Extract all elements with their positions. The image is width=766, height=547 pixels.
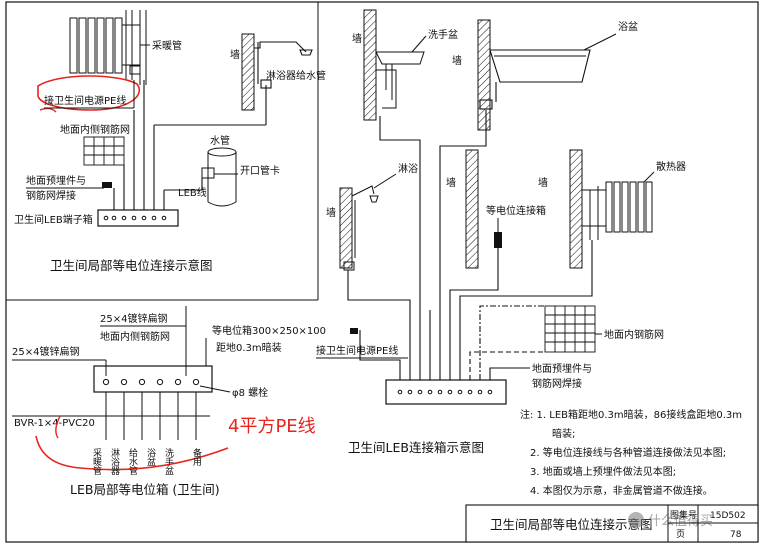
radiator-label: 散热器 — [656, 160, 686, 173]
conductors-b — [347, 110, 593, 380]
wall-hatch — [477, 19, 491, 131]
note-line-3: 2. 等电位连接线与各种管道连接做法见本图; — [530, 446, 726, 459]
leader — [411, 35, 427, 53]
washbasin-label: 洗手盆 — [428, 28, 458, 41]
watermark-text: 什么值得买 — [648, 513, 713, 529]
mesh-inner-label-c: 地面内侧钢筋网 — [100, 330, 170, 343]
wall-hatch — [241, 33, 255, 111]
rebar-mesh-label-b: 地面内钢筋网 — [604, 328, 664, 341]
page-number: 78 — [730, 530, 742, 540]
heating-pipe-label: 采暖管 — [152, 39, 182, 52]
wall-hatch — [363, 9, 377, 121]
column-labels: 采暖管 淋浴器 给水管 浴盆 洗手盆 备用 — [91, 447, 202, 475]
embed-plate — [102, 182, 112, 188]
wall-hatch — [569, 149, 583, 269]
radiator-symbol-b — [582, 181, 653, 240]
panel-a-diagram: 采暖管 接卫生间电源PE线 地面内侧钢筋网 地面预埋件与 钢筋网焊接 — [14, 10, 326, 273]
col-label-spare: 备用 — [191, 447, 202, 467]
box-spec-label: 等电位箱300×250×100 — [212, 324, 326, 337]
leb-local-box-terminals — [102, 378, 200, 386]
leader — [199, 385, 231, 393]
shower-symbol — [343, 185, 379, 271]
bathtub-label: 浴盆 — [618, 20, 638, 33]
note-line-2: 暗装; — [552, 427, 575, 440]
panel-a-caption: 卫生间局部等电位连接示意图 — [50, 258, 213, 273]
panel-b-caption: 卫生间LEB连接箱示意图 — [348, 440, 484, 455]
col-label-water: 给水管 — [127, 447, 138, 475]
atlas-label: 图集号 — [670, 509, 697, 521]
atlas-number: 15D502 — [710, 511, 746, 521]
split-clamp-label: 开口管卡 — [240, 164, 280, 177]
wall-hatch — [465, 149, 479, 269]
terminal-box-label: 卫生间LEB端子箱 — [14, 213, 93, 226]
rebar-mesh-grid-b — [544, 305, 596, 353]
leb-local-box — [93, 365, 213, 393]
title-block: 卫生间局部等电位连接示意图 图集号 15D502 页 78 什么值得买 — [465, 504, 759, 543]
title-block-title: 卫生间局部等电位连接示意图 — [490, 517, 653, 532]
shower-water-pipe-label: 淋浴器给水管 — [266, 69, 326, 82]
embed-weld-label-b1: 地面预埋件与 — [532, 362, 592, 375]
col-label-tub: 浴盆 — [145, 448, 156, 466]
col-label-shower: 淋浴器 — [109, 447, 120, 475]
radiator-symbol — [69, 10, 147, 85]
water-pipe-label: 水管 — [210, 134, 230, 147]
install-label: 距地0.3m暗装 — [216, 341, 282, 354]
col-label-basin: 洗手盆 — [163, 447, 174, 475]
bathtub-symbol — [479, 49, 591, 110]
leader — [643, 171, 655, 183]
power-pe-label-b: 接卫生间电源PE线 — [316, 344, 398, 357]
handwritten-pe-label: 4平方PE线 — [228, 416, 316, 437]
rebar-mesh-inner-label: 地面内侧钢筋网 — [60, 123, 130, 136]
red-handwritten-circle — [37, 75, 140, 111]
equip-box-label: 等电位连接箱 — [486, 204, 546, 217]
leb-box — [385, 379, 507, 405]
wall-label-b5: 墙 — [538, 176, 548, 189]
conductors — [113, 80, 267, 210]
wall-label-b4: 墙 — [446, 176, 456, 189]
col-label-heating: 采暖管 — [91, 448, 102, 475]
embed-weld-label-b2: 钢筋网焊接 — [532, 377, 582, 390]
note-line-5: 4. 本图仅为示意，非金属管道不做连接。 — [530, 484, 713, 497]
wall-label-b2: 墙 — [452, 54, 462, 67]
shower-label: 淋浴 — [398, 162, 418, 175]
plug-symbol — [350, 328, 358, 334]
embed-weld-label-1: 地面预埋件与 — [26, 174, 86, 187]
wall-hatch — [339, 187, 353, 269]
power-pe-annotation: 接卫生间电源PE线 — [44, 94, 126, 107]
flat-steel-left-label: 25×4镀锌扁钢 — [12, 345, 79, 358]
bvr-label: BVR-1×4-PVC20 — [14, 418, 95, 429]
wall-label-b3: 墙 — [326, 206, 336, 219]
panel-c-caption: LEB局部等电位箱 (卫生间) — [70, 482, 220, 497]
terminal-points — [103, 215, 167, 221]
leb-terminal-box — [97, 209, 179, 227]
red-handwritten-stroke — [35, 435, 229, 471]
notes-block: 注: 1. LEB箱距地0.3m暗装，86接线盒距地0.3m 暗装; 2. 等电… — [520, 408, 742, 497]
panel-b-diagram: 墙 洗手盆 墙 浴盆 墙 淋浴 — [316, 9, 686, 455]
page-label: 页 — [676, 529, 685, 540]
wall-label-b1: 墙 — [352, 32, 362, 45]
equip-box-symbol — [494, 232, 502, 248]
note-line-1: 注: 1. LEB箱距地0.3m暗装，86接线盒距地0.3m — [520, 408, 742, 421]
bolt-label: φ8 螺栓 — [232, 386, 268, 399]
drop-conductors — [12, 392, 210, 440]
leader — [583, 33, 617, 51]
watermark: 什么值得买 — [628, 512, 713, 529]
leb-box-terminals — [397, 389, 493, 395]
red-handwritten-circle — [39, 107, 57, 113]
leb-wire-label: LEB线 — [178, 186, 207, 199]
washbasin-symbol — [375, 51, 425, 109]
wall-label-a: 墙 — [230, 48, 240, 61]
panel-c-diagram: 25×4镀锌扁钢 地面内侧钢筋网 25×4镀锌扁钢 等电位箱300×250×10… — [12, 306, 326, 497]
water-pipe-symbol — [201, 147, 237, 207]
red-handwritten-stroke — [55, 415, 61, 439]
leader — [373, 173, 397, 189]
embed-weld-label-2: 钢筋网焊接 — [26, 189, 76, 202]
rebar-mesh-grid — [83, 136, 125, 166]
flat-steel-top-label: 25×4镀锌扁钢 — [100, 312, 167, 325]
shower-water-pipe-symbol — [254, 41, 313, 89]
note-line-4: 3. 地面或墙上预埋件做法见本图; — [530, 465, 676, 478]
